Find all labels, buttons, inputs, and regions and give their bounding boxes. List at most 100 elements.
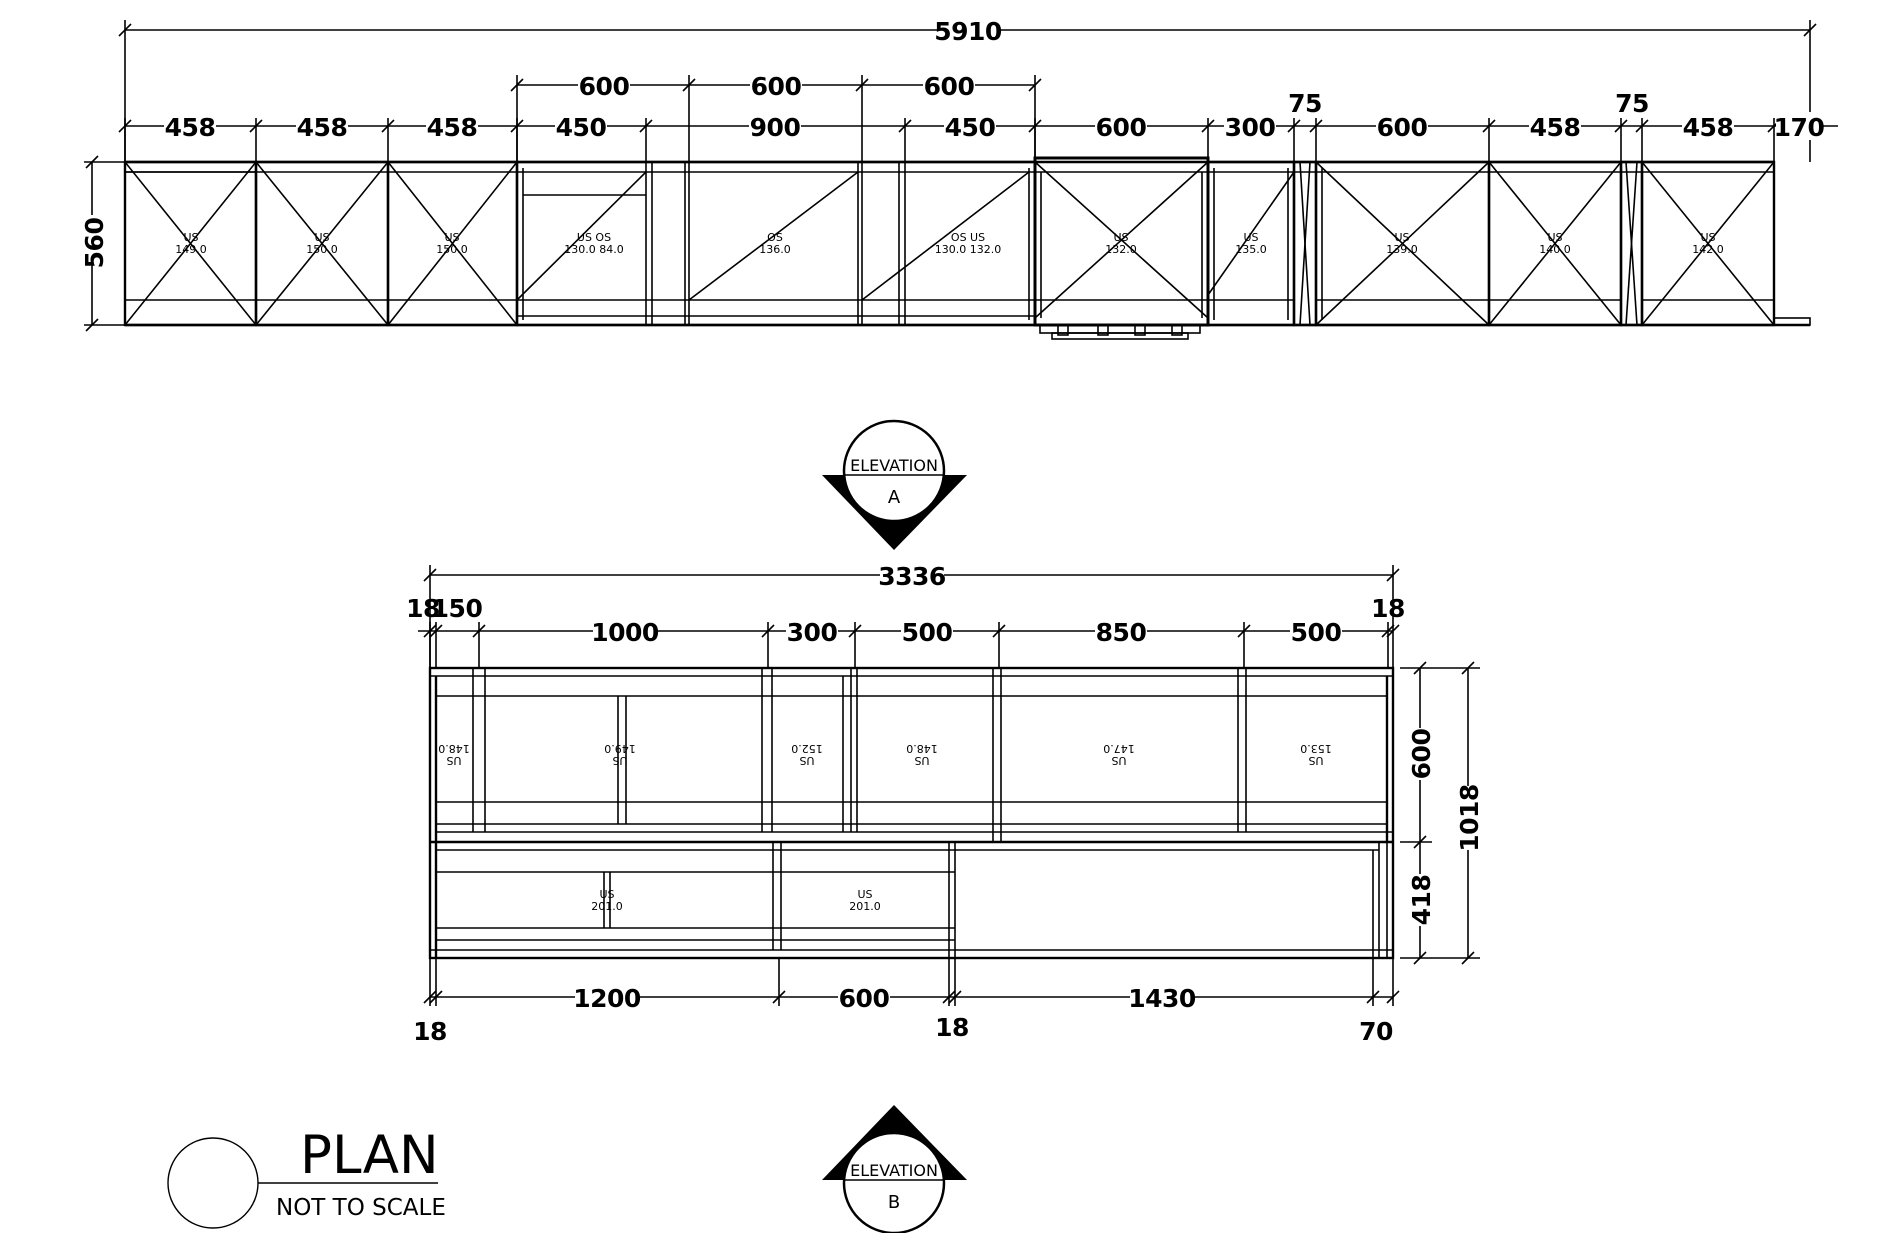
plan-upper-unit-3-line2: 152.0 bbox=[791, 742, 823, 755]
plan-dim-150: 150 bbox=[432, 594, 483, 623]
elevation-marker-a-letter: A bbox=[888, 487, 901, 508]
elevation-dim-458-c: 458 bbox=[427, 113, 478, 142]
elevation-panel-11-line1: US bbox=[1700, 231, 1715, 244]
plan-upper-unit-4-line1: US bbox=[914, 754, 929, 767]
elevation-lower-dimensions: 458 458 458 450 900 450 600 300 600 458 … bbox=[118, 89, 1838, 162]
plan-dim-18-right: 18 bbox=[1371, 594, 1405, 623]
elevation-panel-8-line2: 135.0 bbox=[1235, 243, 1267, 256]
elevation-cabinet-8: US 135.0 bbox=[1206, 160, 1296, 327]
elevation-marker-b: ELEVATION B bbox=[822, 1105, 967, 1233]
elevation-cabinet-10: US 140.0 bbox=[1487, 160, 1623, 327]
elevation-dim-600: 600 bbox=[1096, 113, 1147, 142]
elevation-dim-450-b: 450 bbox=[945, 113, 996, 142]
plan-lower-labels: US 201.0 US 201.0 bbox=[591, 888, 881, 913]
plan-upper-unit-5-line2: 147.0 bbox=[1103, 742, 1135, 755]
elevation-panel-7-line1: US bbox=[1113, 231, 1128, 244]
elevation-dim-458-e: 458 bbox=[1683, 113, 1734, 142]
elevation-upper-dim-2: 600 bbox=[751, 72, 802, 101]
elevation-dim-900: 900 bbox=[750, 113, 801, 142]
plan-dim-18-bottom-left: 18 bbox=[413, 1017, 447, 1046]
elevation-panel-5-line1: OS bbox=[767, 231, 783, 244]
plan-lower-unit-2-line2: 201.0 bbox=[849, 900, 881, 913]
elevation-panel-3-line1: US bbox=[444, 231, 459, 244]
elevation-cabinet-9: US 139.0 bbox=[1314, 160, 1491, 327]
elevation-dim-170: 170 bbox=[1774, 113, 1825, 142]
plan-lower-unit-2-line1: US bbox=[857, 888, 872, 901]
elevation-dim-458-d: 458 bbox=[1530, 113, 1581, 142]
plan-upper-unit-5-line1: US bbox=[1111, 754, 1126, 767]
elevation-dim-458-b: 458 bbox=[297, 113, 348, 142]
elevation-upper-dim-1: 600 bbox=[579, 72, 630, 101]
elevation-overall-width: 5910 bbox=[934, 17, 1002, 46]
plan-right-dimensions: 600 418 1018 bbox=[1400, 661, 1484, 965]
elevation-upper-dim-3: 600 bbox=[924, 72, 975, 101]
elevation-panel-6-line1: OS US bbox=[951, 231, 985, 244]
plan-upper-unit-3-line1: US bbox=[799, 754, 814, 767]
elevation-panel-4-line1: US OS bbox=[577, 231, 611, 244]
elevation-view: 5910 600 600 600 bbox=[78, 14, 1838, 340]
plan-upper-unit-6-line1: US bbox=[1308, 754, 1323, 767]
elevation-cabinet-1: US 149.0 bbox=[123, 160, 258, 327]
elevation-cabinet-11: US 142.0 bbox=[1640, 160, 1776, 327]
elevation-panel-8-line1: US bbox=[1243, 231, 1258, 244]
plan-upper-unit-6-line2: 153.0 bbox=[1300, 742, 1332, 755]
plan-dim-300: 300 bbox=[787, 618, 838, 647]
elevation-panel-4-line2: 130.0 84.0 bbox=[564, 243, 623, 256]
elevation-dim-450-a: 450 bbox=[556, 113, 607, 142]
elevation-dim-300: 300 bbox=[1225, 113, 1276, 142]
elevation-panel-5-line2: 136.0 bbox=[759, 243, 791, 256]
plan-bottom-dimensions: 1200 600 1430 18 18 70 bbox=[413, 958, 1400, 1046]
elevation-end-return bbox=[1773, 317, 1811, 326]
plan-top-dimensions: 18 150 18 bbox=[406, 594, 1405, 668]
elevation-panel-11-line2: 142.0 bbox=[1692, 243, 1724, 256]
plan-dim-18-bottom-mid: 18 bbox=[935, 1013, 969, 1042]
elevation-shelving-block: US OS 130.0 84.0 OS 136.0 OS US 130.0 13… bbox=[515, 160, 1037, 327]
elevation-gap-dim-2: 75 bbox=[1615, 89, 1649, 118]
elevation-panel-9-line2: 139.0 bbox=[1386, 243, 1418, 256]
plan-overall-width: 3336 bbox=[878, 562, 946, 591]
elevation-cabinets: US 149.0 US 150.0 US 150.0 bbox=[123, 156, 1811, 340]
elevation-panel-2-line1: US bbox=[314, 231, 329, 244]
elevation-dim-458-a: 458 bbox=[165, 113, 216, 142]
elevation-gap-dim-1: 75 bbox=[1288, 89, 1322, 118]
elevation-cabinet-7: US 132.0 bbox=[1033, 156, 1210, 327]
plan-dim-418-right: 418 bbox=[1407, 875, 1436, 926]
elevation-panel-3-line2: 150.0 bbox=[436, 243, 468, 256]
elevation-panel-10-line1: US bbox=[1547, 231, 1562, 244]
elevation-marker-b-label: ELEVATION bbox=[850, 1161, 938, 1180]
elevation-filler-2 bbox=[1619, 160, 1644, 327]
elevation-marker-b-letter: B bbox=[888, 1192, 900, 1213]
title-plan: PLAN bbox=[300, 1125, 439, 1186]
elevation-panel-10-line2: 140.0 bbox=[1539, 243, 1571, 256]
elevation-panel-2-line2: 150.0 bbox=[306, 243, 338, 256]
elevation-dim-600-b: 600 bbox=[1377, 113, 1428, 142]
elevation-panel-1-line1: US bbox=[183, 231, 198, 244]
plan-upper-unit-1-line2: 148.0 bbox=[438, 742, 470, 755]
plan-dim-18-left: 18 bbox=[406, 594, 440, 623]
elevation-filler-1 bbox=[1292, 160, 1318, 327]
plan-dim-70-bottom: 70 bbox=[1359, 1017, 1393, 1046]
elevation-panel-6-line2: 130.0 132.0 bbox=[935, 243, 1001, 256]
elevation-cabinet-2: US 150.0 bbox=[254, 160, 390, 327]
plan-upper-unit-2-line1: US bbox=[612, 754, 627, 767]
plan-dim-600-bottom: 600 bbox=[839, 984, 890, 1013]
plan-dim-1430: 1430 bbox=[1128, 984, 1196, 1013]
elevation-marker-a: ELEVATION A bbox=[822, 419, 967, 550]
plan-dim-850: 850 bbox=[1096, 618, 1147, 647]
plan-total-depth: 1018 bbox=[1455, 784, 1484, 852]
plan-overall-dimension: 3336 bbox=[423, 560, 1400, 668]
plan-view: 3336 18 150 18 bbox=[406, 560, 1484, 1046]
plan-lower-unit-1-line2: 201.0 bbox=[591, 900, 623, 913]
plan-upper-labels: US 148.0 US 149.0 US 152.0 US 148.0 US 1… bbox=[438, 742, 1332, 767]
plan-upper-unit-4-line2: 148.0 bbox=[906, 742, 938, 755]
elevation-marker-a-label: ELEVATION bbox=[850, 456, 938, 475]
title-not-to-scale: NOT TO SCALE bbox=[276, 1195, 446, 1221]
elevation-cabinet-3: US 150.0 bbox=[386, 160, 519, 327]
elevation-panel-9-line1: US bbox=[1394, 231, 1409, 244]
plan-dim-1200: 1200 bbox=[573, 984, 641, 1013]
elevation-height: 560 bbox=[80, 218, 109, 269]
elevation-panel-1-line2: 149.0 bbox=[175, 243, 207, 256]
elevation-height-dimension: 560 bbox=[78, 155, 125, 332]
plan-lower-unit-1-line1: US bbox=[599, 888, 614, 901]
